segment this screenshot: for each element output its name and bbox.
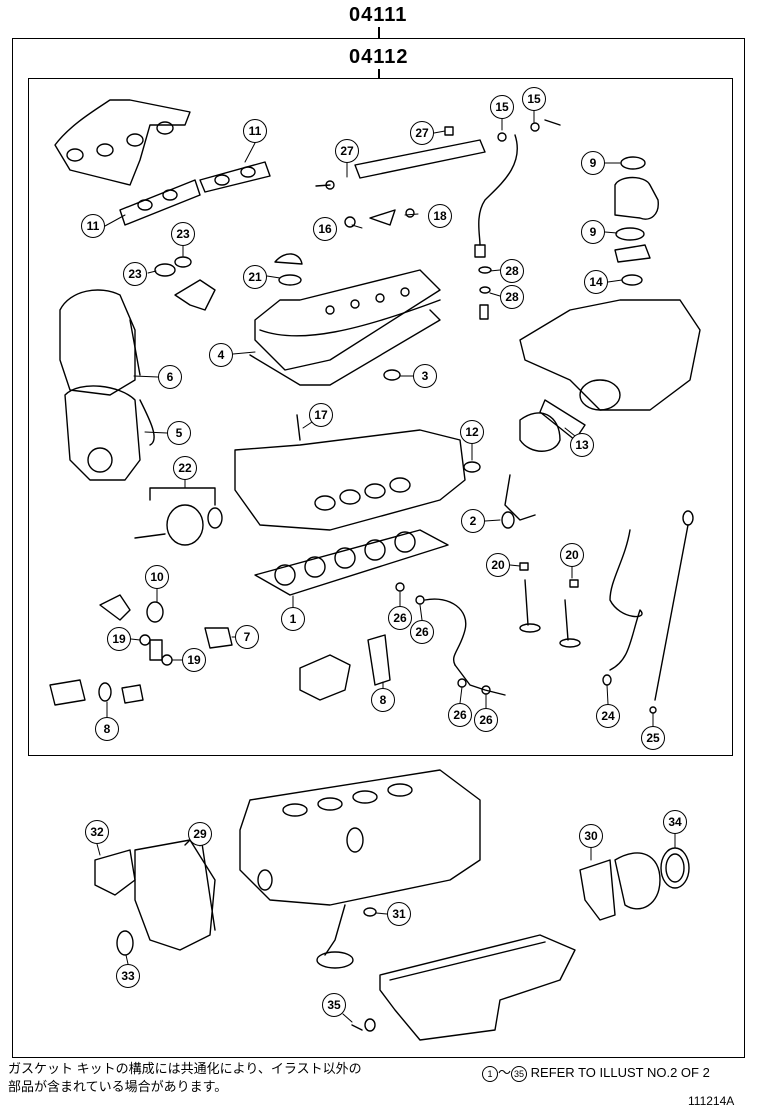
footnote-line-2: 部品が含まれている場合があります。	[8, 1079, 228, 1094]
oxygen-sensor	[474, 119, 561, 258]
callout-9-lower: 9	[581, 220, 605, 244]
callout-17: 17	[309, 403, 333, 427]
intake-exhaust-valves	[519, 562, 581, 648]
thermostat-housing	[49, 679, 144, 706]
callout-15-right: 15	[522, 87, 546, 111]
sensor-gaskets	[478, 266, 492, 320]
callout-2: 2	[461, 509, 485, 533]
ref-tilde: ～	[498, 1065, 512, 1080]
ref-text: REFER TO ILLUST NO.2 OF 2	[530, 1065, 710, 1080]
oil-strainer	[316, 904, 377, 969]
callout-13: 13	[570, 433, 594, 457]
callout-3: 3	[413, 364, 437, 388]
callout-33: 33	[116, 964, 140, 988]
kit-code-outer: 04111	[349, 4, 408, 26]
callout-30: 30	[579, 824, 603, 848]
callout-20-left: 20	[486, 553, 510, 577]
callout-1: 1	[281, 607, 305, 631]
callout-20-right: 20	[560, 543, 584, 567]
callout-19-right: 19	[182, 648, 206, 672]
callout-14: 14	[584, 270, 608, 294]
water-inlet-housing	[99, 594, 233, 666]
callout-27-left: 27	[335, 139, 359, 163]
water-bypass-pipe	[501, 474, 536, 529]
cylinder-head	[234, 414, 481, 531]
cylinder-head-gasket	[254, 529, 449, 596]
callout-7: 7	[235, 625, 259, 649]
oil-filler-cap	[274, 253, 303, 286]
callout-27-right: 27	[410, 121, 434, 145]
footnote-japanese: ガスケット キットの構成には共通化により、イラスト以外の 部品が含まれている場合…	[8, 1060, 362, 1096]
cylinder-block	[239, 769, 481, 906]
callout-8-left: 8	[95, 717, 119, 741]
callout-26-upper-right: 26	[410, 620, 434, 644]
cylinder-head-cover	[254, 269, 441, 371]
exhaust-manifold	[54, 99, 191, 186]
callout-18: 18	[428, 204, 452, 228]
head-cover-gasket	[249, 309, 441, 386]
callout-4: 4	[209, 343, 233, 367]
kit-code-inner: 04112	[349, 46, 409, 68]
exhaust-manifold-gasket	[119, 161, 271, 226]
ref-end-callout: 35	[511, 1065, 528, 1082]
water-pump	[299, 634, 391, 701]
callout-9-upper: 9	[581, 151, 605, 175]
oil-pan	[351, 934, 576, 1041]
rear-oil-seal-retainer	[579, 847, 690, 921]
callout-8-right: 8	[371, 688, 395, 712]
callout-22: 22	[173, 456, 197, 480]
callout-26-upper-left: 26	[388, 606, 412, 630]
callout-15-left: 15	[490, 95, 514, 119]
intake-manifold	[519, 299, 701, 411]
callout-28-lower: 28	[500, 285, 524, 309]
timing-cover-seals	[154, 256, 216, 311]
timing-belt-cover	[59, 289, 155, 481]
callout-24: 24	[596, 704, 620, 728]
callout-11-lower: 11	[81, 214, 105, 238]
callout-16: 16	[313, 217, 337, 241]
callout-11-upper: 11	[243, 119, 267, 143]
callout-23-upper: 23	[171, 222, 195, 246]
water-outlet	[614, 156, 659, 286]
callout-21: 21	[243, 265, 267, 289]
ref-start-callout: 1	[482, 1065, 498, 1082]
knock-sensor-harness	[395, 582, 506, 696]
callout-12: 12	[460, 420, 484, 444]
callout-19-left: 19	[107, 627, 131, 651]
callout-29: 29	[188, 822, 212, 846]
callout-23-lower: 23	[123, 262, 147, 286]
callout-26-lower-right: 26	[474, 708, 498, 732]
camshaft-pulley	[134, 487, 223, 546]
callout-28-upper: 28	[500, 259, 524, 283]
callout-6: 6	[158, 365, 182, 389]
callout-25: 25	[641, 726, 665, 750]
oil-level-gauge-guide	[602, 529, 643, 686]
oil-pump-assembly	[94, 829, 216, 956]
figure-id: 111214A	[688, 1094, 735, 1108]
leader-inner	[378, 69, 380, 79]
callout-10: 10	[145, 565, 169, 589]
footnote-line-1: ガスケット キットの構成には共通化により、イラスト以外の	[8, 1061, 362, 1076]
callout-34: 34	[663, 810, 687, 834]
oil-level-gauge	[649, 510, 694, 714]
callout-26-lower-left: 26	[448, 703, 472, 727]
callout-5: 5	[167, 421, 191, 445]
callout-35: 35	[322, 993, 346, 1017]
reference-note: 1～35 REFER TO ILLUST NO.2 OF 2	[482, 1062, 710, 1082]
leader-outer	[378, 27, 380, 39]
outer-kit-frame	[12, 38, 745, 1058]
callout-31: 31	[387, 902, 411, 926]
inner-kit-frame	[28, 78, 733, 756]
callout-32: 32	[85, 820, 109, 844]
